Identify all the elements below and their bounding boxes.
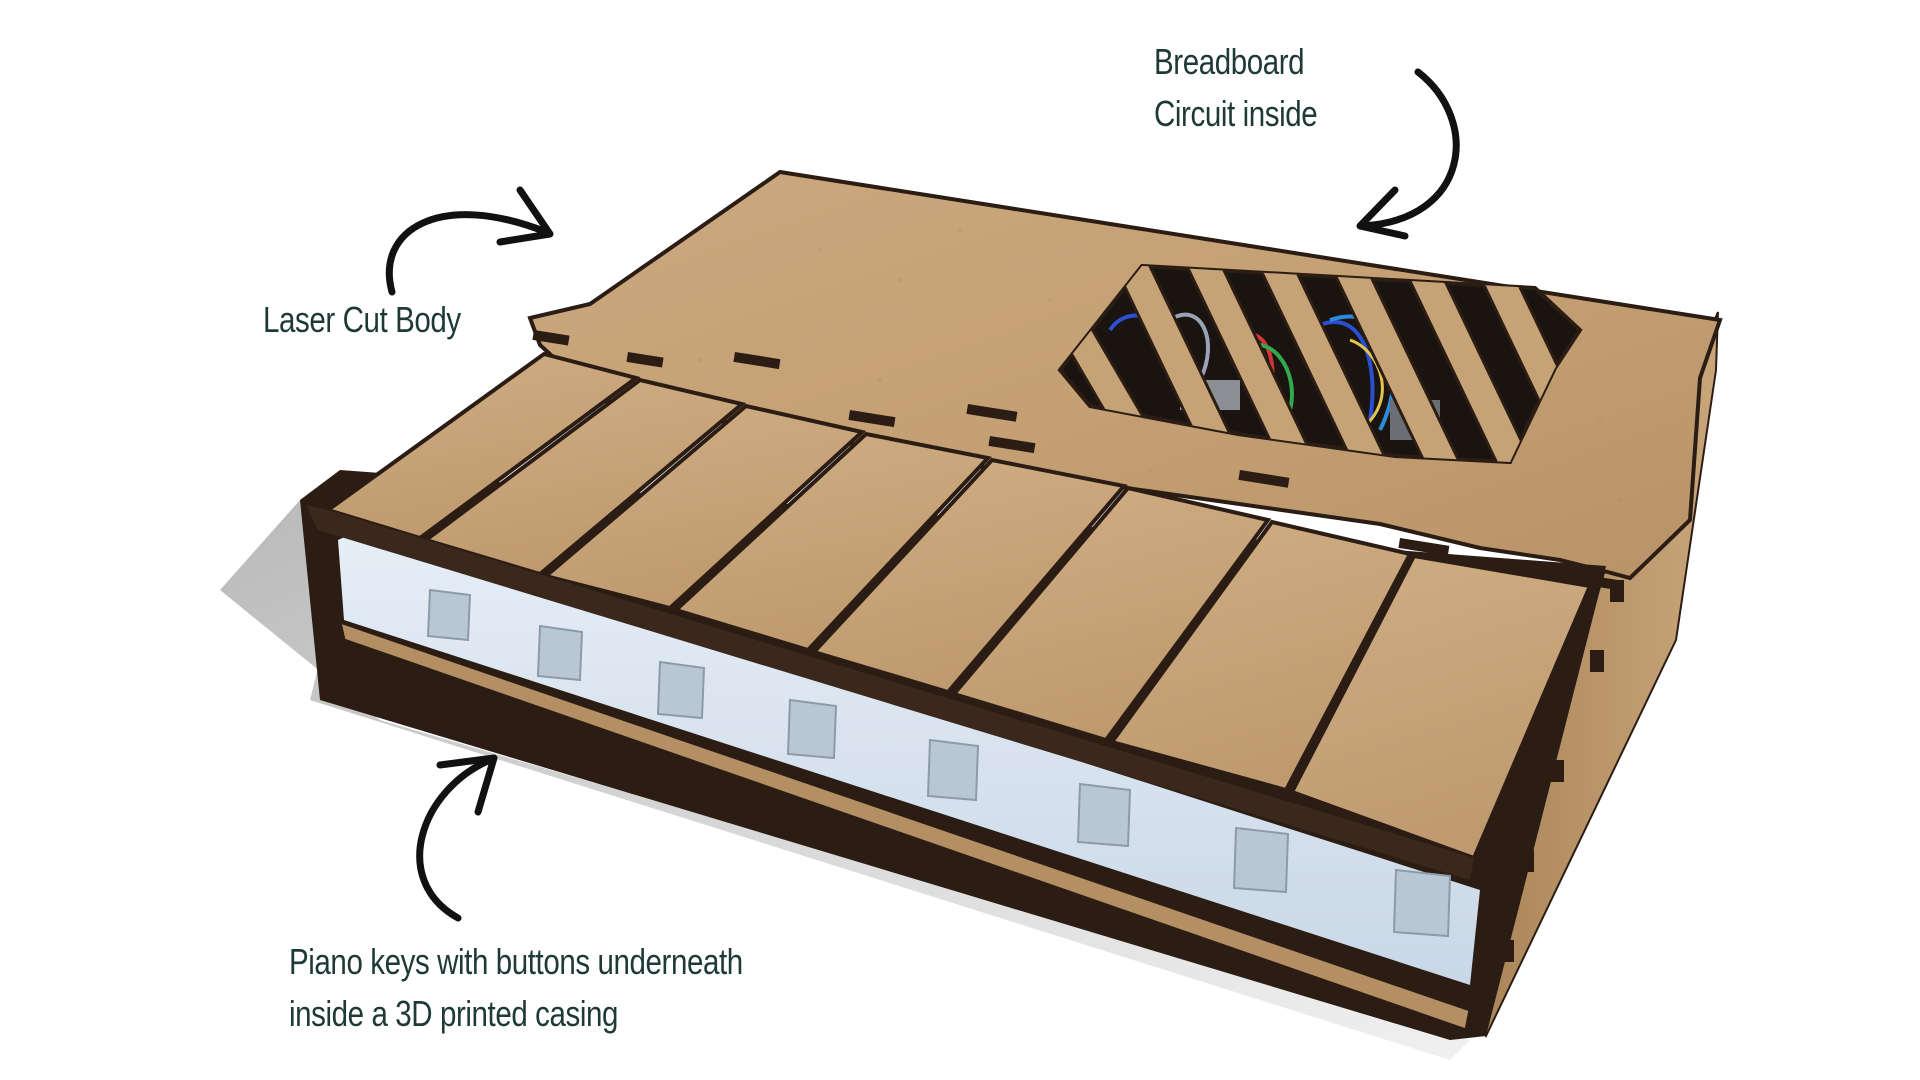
base-strip: [337, 619, 1472, 1032]
vent-slats: [1060, 266, 1580, 462]
button-slots: [426, 588, 1452, 938]
piano-keys-annotation: Piano keys with buttons underneath insid…: [289, 936, 743, 1040]
breadboard-annotation-line-1: Breadboard: [1154, 41, 1305, 82]
piano-keys-annotation-line-1: Piano keys with buttons underneath: [289, 941, 743, 982]
piano-key-4: [672, 431, 992, 653]
keys-front-lip: [306, 505, 1474, 880]
piano-key-6: [950, 485, 1272, 743]
piano-key-3: [541, 403, 867, 611]
piano-keys: [323, 351, 1593, 861]
vent-window: [1057, 263, 1583, 465]
piano-key-2: [421, 377, 747, 577]
laser-cut-annotation: Laser Cut Body: [263, 294, 461, 346]
piano-key-7: [1108, 519, 1413, 793]
piano-key-8: [1289, 553, 1593, 861]
breadboard-annotation-line-2: Circuit inside: [1154, 93, 1318, 134]
arrow-piano-keys: [416, 754, 498, 922]
printed-casing: [338, 530, 1480, 985]
arrow-laser-cut: [385, 186, 554, 296]
arrow-breadboard: [1356, 68, 1460, 240]
breadboard-annotation: Breadboard Circuit inside: [1154, 36, 1318, 140]
laser-cut-annotation-line-1: Laser Cut Body: [263, 299, 461, 340]
piano-keys-annotation-line-2: inside a 3D printed casing: [289, 993, 619, 1034]
piano-key-5: [810, 457, 1128, 695]
